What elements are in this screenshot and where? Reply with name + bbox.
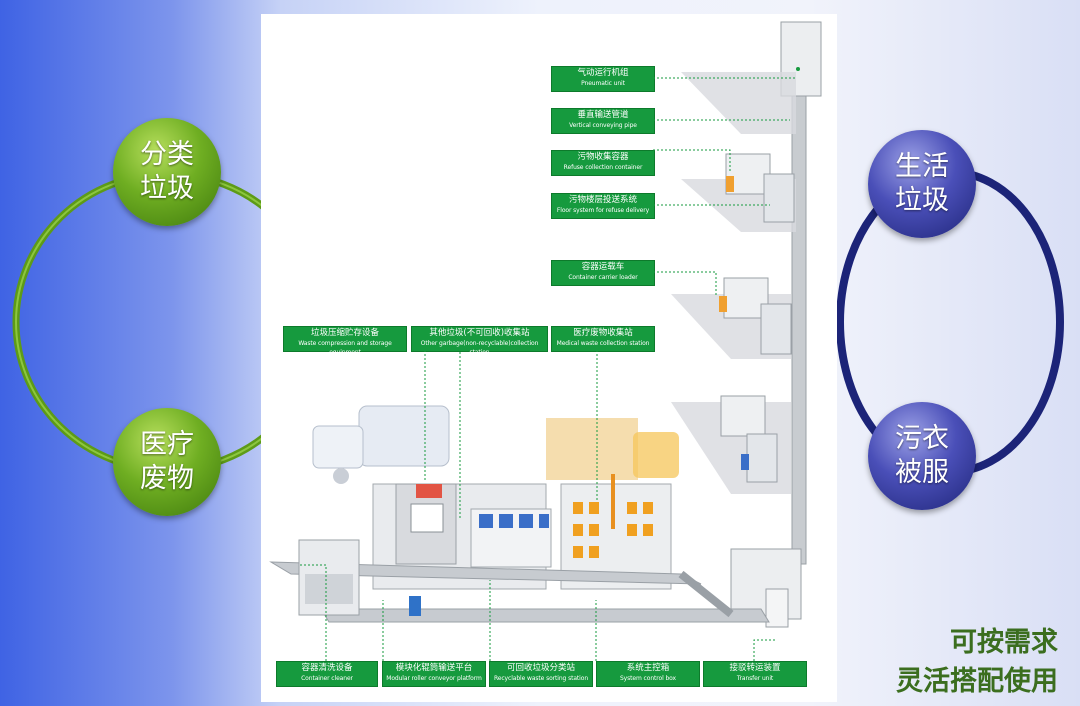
label-en: Container carrier loader — [568, 274, 638, 281]
bubble-sorted-waste: 分类 垃圾 — [113, 118, 221, 226]
label-en: Refuse collection container — [563, 164, 643, 171]
label-en: Recyclable waste sorting station — [493, 675, 589, 682]
bubble-line: 污衣 — [895, 423, 949, 454]
tagline-line: 可按需求 — [950, 627, 1058, 658]
label-en: Medical waste collection station — [556, 340, 650, 347]
bubble-line: 医疗 — [140, 429, 194, 460]
label-cn: 污物收集容器 — [577, 152, 629, 162]
label-cn: 医疗废物收集站 — [573, 328, 633, 338]
label-en: Pneumatic unit — [581, 80, 625, 87]
label-en: Container cleaner — [301, 675, 353, 682]
bubble-medical-waste: 医疗 废物 — [113, 408, 221, 516]
label-en: Other garbage(non-recyclable)collection … — [420, 340, 539, 356]
label-cn: 其他垃圾(不可回收)收集站 — [429, 328, 530, 338]
bubble-soiled-linen: 污衣 被服 — [868, 402, 976, 510]
label-en: Waste compression and storage equipment — [298, 340, 392, 356]
label-en: Floor system for refuse delivery — [556, 207, 650, 214]
label-cn: 垃圾压缩贮存设备 — [310, 328, 379, 338]
label-control-box: 系统主控箱 System control box — [596, 661, 700, 687]
bubble-line: 分类 — [140, 139, 194, 170]
label-cn: 容器运载车 — [581, 262, 625, 272]
label-floor-system: 污物楼层投送系统 Floor system for refuse deliver… — [551, 193, 655, 219]
tagline: 可按需求 灵活搭配使用 — [896, 620, 1058, 698]
label-medical: 医疗废物收集站 Medical waste collection station — [551, 326, 655, 352]
label-recyclable: 可回收垃圾分类站 Recyclable waste sorting statio… — [489, 661, 593, 687]
label-refuse-container: 污物收集容器 Refuse collection container — [551, 150, 655, 176]
label-cn: 系统主控箱 — [626, 663, 670, 673]
label-compression: 垃圾压缩贮存设备 Waste compression and storage e… — [283, 326, 407, 356]
label-carrier-loader: 容器运载车 Container carrier loader — [551, 260, 655, 286]
bubble-domestic-waste: 生活 垃圾 — [868, 130, 976, 238]
label-transfer: 接驳转运装置 Transfer unit — [703, 661, 807, 687]
label-en: Modular roller conveyor platform — [386, 675, 482, 682]
tagline-line: 灵活搭配使用 — [896, 666, 1058, 697]
label-en: Transfer unit — [736, 675, 774, 682]
label-cn: 接驳转运装置 — [729, 663, 781, 673]
bubble-line: 垃圾 — [895, 185, 949, 216]
label-cn: 污物楼层投送系统 — [568, 195, 637, 205]
label-en: System control box — [619, 675, 677, 682]
label-other-garbage: 其他垃圾(不可回收)收集站 Other garbage(non-recyclab… — [411, 326, 548, 356]
label-roller: 模块化辊筒输送平台 Modular roller conveyor platfo… — [382, 661, 486, 687]
label-cleaner: 容器清洗设备 Container cleaner — [276, 661, 378, 687]
bubble-line: 被服 — [895, 457, 949, 488]
bubble-line: 垃圾 — [140, 173, 194, 204]
label-cn: 模块化辊筒输送平台 — [395, 663, 473, 673]
label-pneumatic-unit: 气动运行机组 Pneumatic unit — [551, 66, 655, 92]
label-vertical-pipe: 垂直输送管道 Vertical conveying pipe — [551, 108, 655, 134]
bubble-line: 废物 — [140, 463, 194, 494]
label-cn: 气动运行机组 — [577, 68, 629, 78]
label-cn: 垂直输送管道 — [577, 110, 629, 120]
bubble-line: 生活 — [895, 151, 949, 182]
label-en: Vertical conveying pipe — [569, 122, 637, 129]
label-cn: 可回收垃圾分类站 — [506, 663, 575, 673]
label-cn: 容器清洗设备 — [301, 663, 353, 673]
